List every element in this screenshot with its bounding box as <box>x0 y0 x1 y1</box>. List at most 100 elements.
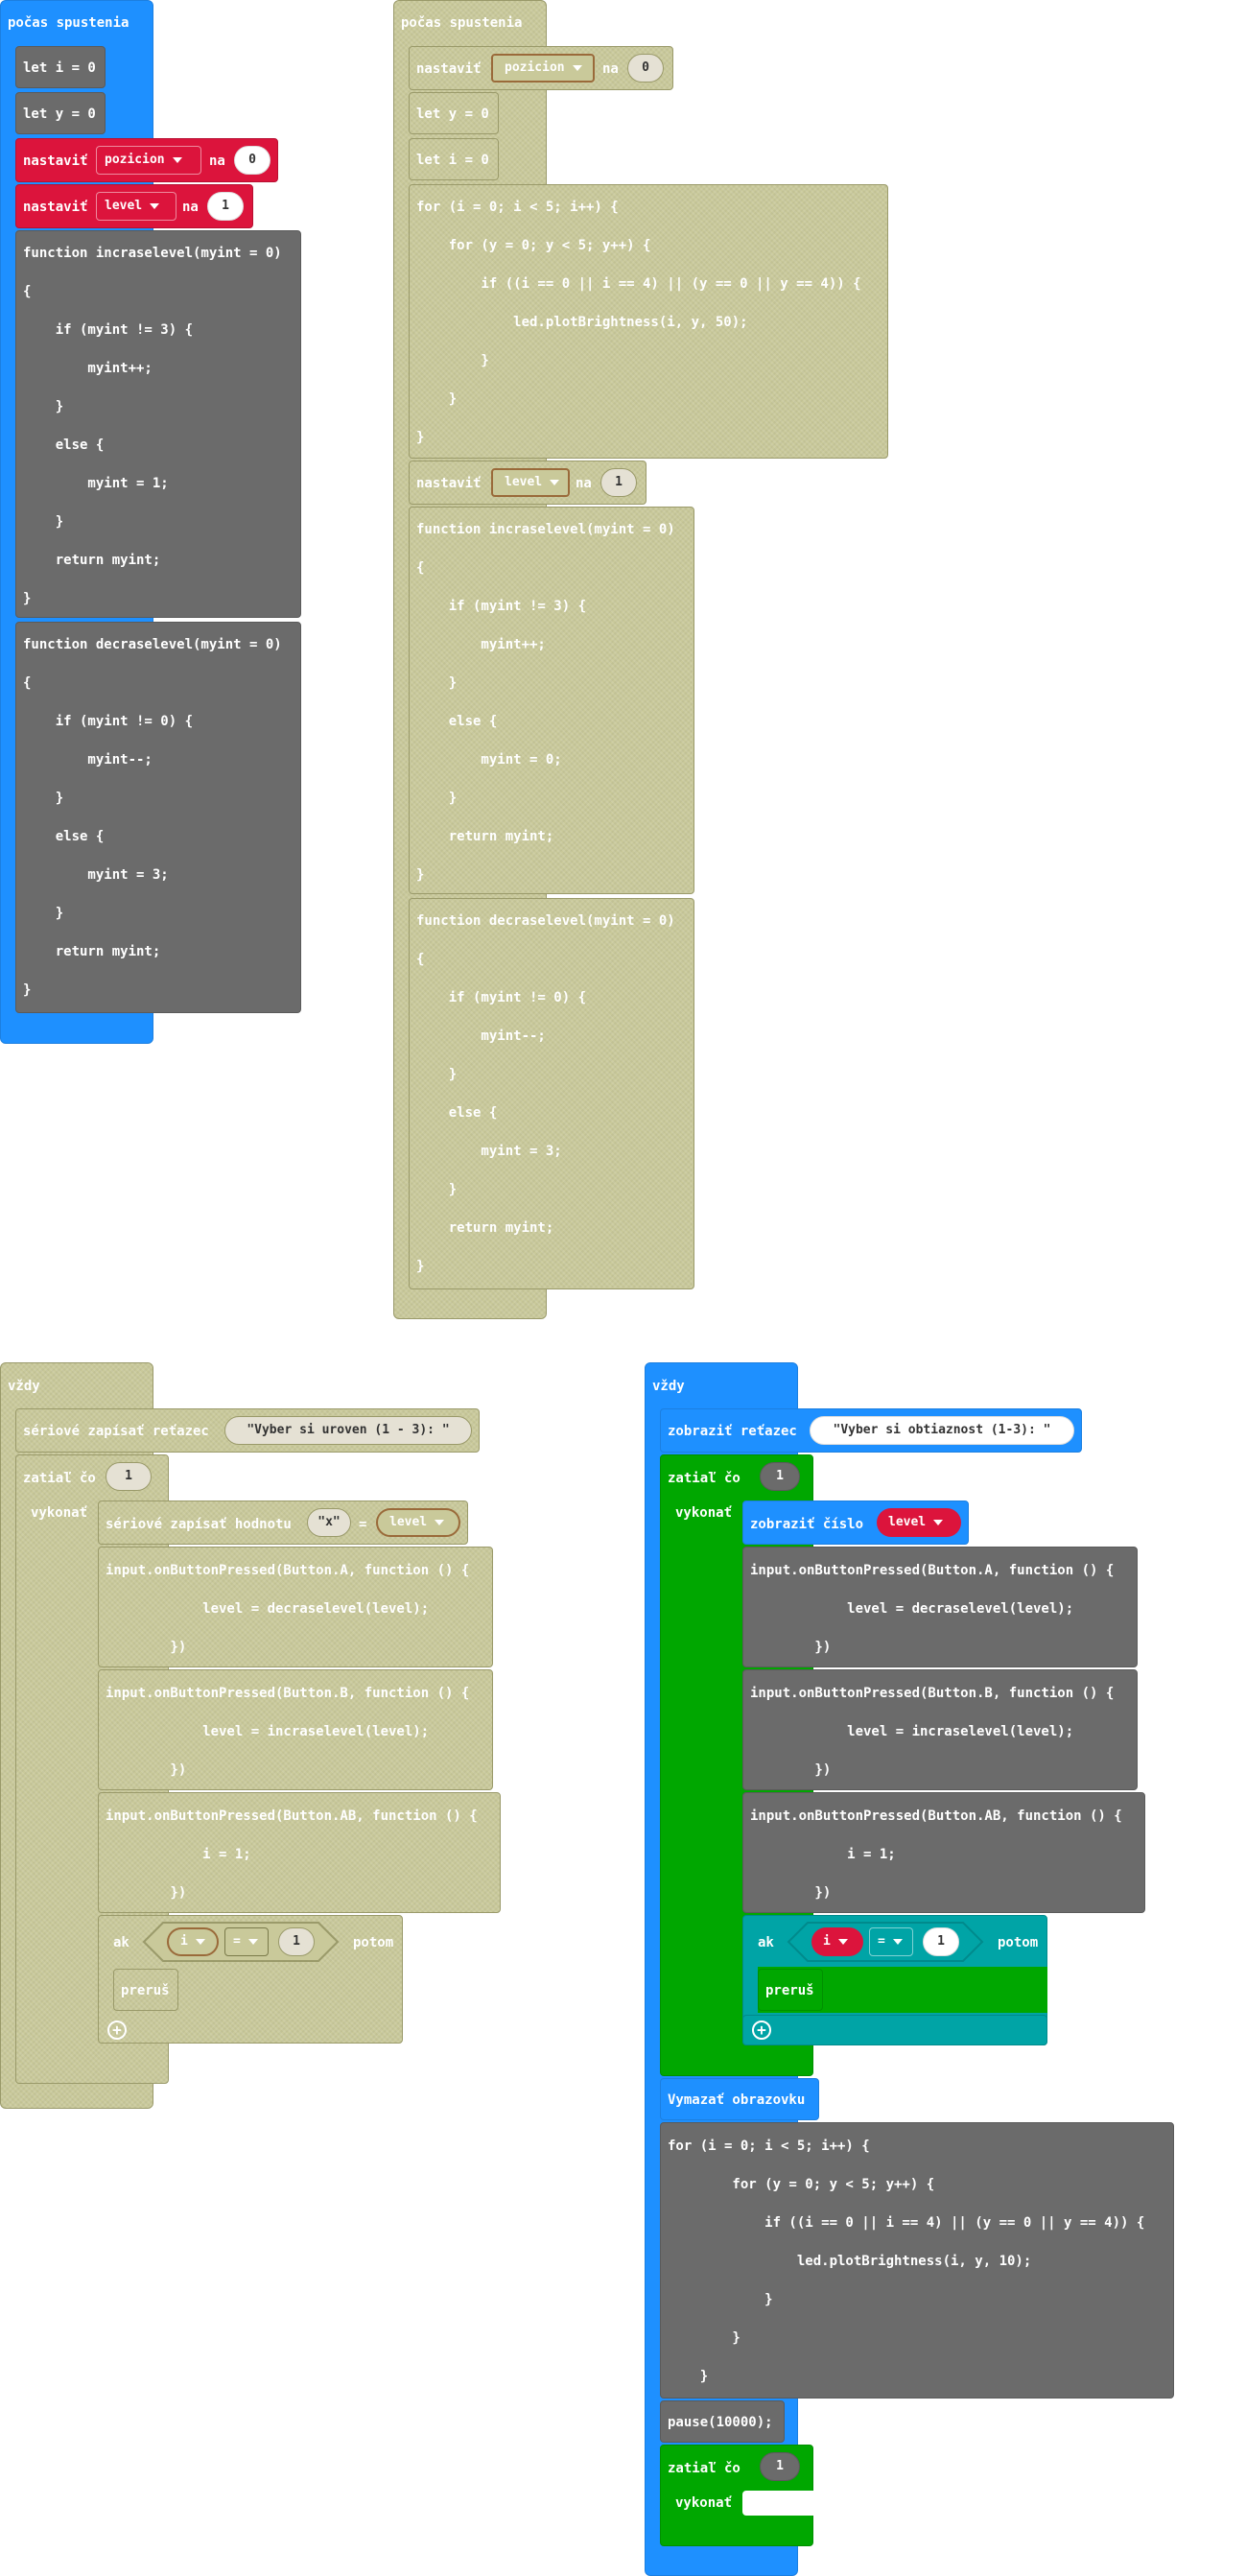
break-block-1[interactable] <box>113 1969 178 2011</box>
pozicion-value-2[interactable]: 0 <box>627 54 664 83</box>
code-line: }) <box>106 1885 187 1901</box>
if-value-2[interactable]: 1 <box>923 1927 959 1956</box>
code-line: else { <box>416 1105 498 1121</box>
code-line: } <box>416 391 458 407</box>
while-label-2: zatiaľ čo <box>668 1471 741 1486</box>
let-i-block[interactable] <box>15 46 106 88</box>
chevron-down-icon <box>195 1938 205 1945</box>
if-op-1[interactable]: = <box>224 1927 269 1956</box>
if-op-2[interactable]: = <box>869 1927 913 1956</box>
code-line: } <box>668 2369 709 2384</box>
clear-screen-label: Vymazať obrazovku <box>668 2092 806 2108</box>
code-line: { <box>416 560 425 576</box>
code-line: } <box>416 1182 458 1197</box>
level-dropdown-2[interactable]: level <box>491 468 570 497</box>
code-line: else { <box>23 437 105 453</box>
chevron-down-icon <box>572 64 582 71</box>
pozicion-dropdown[interactable]: pozicion <box>96 146 201 175</box>
code-line: } <box>416 1259 425 1274</box>
decraselevel-function-block[interactable] <box>15 622 301 1013</box>
break-block-2[interactable] <box>758 1969 823 2011</box>
code-line: myint = 0; <box>416 752 562 768</box>
while-value-2[interactable]: 1 <box>760 1462 800 1491</box>
pause-block[interactable] <box>660 2400 785 2443</box>
code-line: led.plotBrightness(i, y, 10); <box>668 2254 1032 2269</box>
let-y-block[interactable] <box>15 92 106 134</box>
pozicion-value[interactable]: 0 <box>234 146 270 175</box>
button-b-block-1[interactable] <box>98 1669 493 1790</box>
set-level-na-2: na <box>576 476 592 491</box>
show-number-var[interactable]: level <box>877 1508 961 1537</box>
set-level-label-2: nastaviť <box>416 476 482 491</box>
while2-value[interactable]: 1 <box>760 2452 800 2481</box>
serial-string-value[interactable]: "Vyber si uroven (1 - 3): " <box>224 1416 472 1445</box>
let-y-block-2[interactable] <box>409 92 499 134</box>
while2-label: zatiaľ čo <box>668 2461 741 2476</box>
button-ab-block-1[interactable] <box>98 1792 501 1913</box>
serial-write-string-label: sériové zapísať reťazec <box>23 1424 209 1439</box>
code-line: function decraselevel(myint = 0) <box>416 913 675 929</box>
code-line: input.onButtonPressed(Button.AB, functio… <box>750 1808 1122 1824</box>
level-dropdown[interactable]: level <box>96 192 176 221</box>
code-line: { <box>416 952 425 967</box>
clear-screen-block[interactable] <box>660 2078 819 2120</box>
level-value-2[interactable]: 1 <box>600 468 637 497</box>
code-line: } <box>668 2292 773 2307</box>
let-y-text-2: let y = 0 <box>416 106 489 122</box>
button-a-block-1[interactable] <box>98 1547 493 1667</box>
add-else-icon[interactable]: + <box>107 2021 127 2040</box>
for-loop-block-2[interactable] <box>409 184 888 459</box>
add-else-icon[interactable]: + <box>752 2021 771 2040</box>
chevron-down-icon <box>150 202 160 209</box>
code-line: function incraselevel(myint = 0) <box>23 246 282 261</box>
show-number-label: zobraziť číslo <box>750 1517 864 1532</box>
serial-value-name[interactable]: "x" <box>307 1508 351 1537</box>
code-line: function decraselevel(myint = 0) <box>23 637 282 652</box>
if-value-1[interactable]: 1 <box>278 1927 315 1956</box>
incraselevel-function-block[interactable] <box>15 230 301 618</box>
code-line: }) <box>750 1640 832 1655</box>
chevron-down-icon <box>172 156 182 163</box>
code-line: } <box>416 430 425 445</box>
code-line: level = incraselevel(level); <box>106 1724 430 1739</box>
pozicion-dropdown-2[interactable]: pozicion <box>491 54 595 83</box>
for-loop-block-3[interactable] <box>660 2122 1174 2399</box>
show-string-value[interactable]: "Vyber si obtiaznost (1-3): " <box>810 1416 1074 1445</box>
code-line: input.onButtonPressed(Button.B, function… <box>106 1686 470 1701</box>
code-line: myint = 3; <box>416 1144 562 1159</box>
code-line: }) <box>750 1885 832 1901</box>
chevron-down-icon <box>247 1938 258 1945</box>
break-label-2: preruš <box>765 1983 814 1998</box>
code-line: level = incraselevel(level); <box>750 1724 1074 1739</box>
chevron-down-icon <box>435 1519 445 1525</box>
serial-value-var[interactable]: level <box>376 1508 460 1537</box>
code-line: input.onButtonPressed(Button.B, function… <box>750 1686 1115 1701</box>
on-start-hat-1-label: počas spustenia <box>8 15 129 31</box>
code-line: } <box>668 2330 741 2346</box>
decraselevel-function-block-2[interactable] <box>409 898 694 1289</box>
code-line: myint++; <box>23 361 153 376</box>
code-line: } <box>23 791 64 806</box>
button-a-block-2[interactable] <box>742 1547 1138 1667</box>
code-line: } <box>416 353 489 368</box>
code-line: if (myint != 3) { <box>416 599 587 614</box>
code-line: function incraselevel(myint = 0) <box>416 522 675 537</box>
set-level-na: na <box>182 200 199 215</box>
code-line: return myint; <box>416 1220 554 1236</box>
code-line: return myint; <box>23 553 161 568</box>
code-line: } <box>416 791 458 806</box>
let-i-text-2: let i = 0 <box>416 153 489 168</box>
if-block-2-footer <box>742 2015 1047 2045</box>
if-var-2[interactable]: i <box>811 1927 863 1956</box>
code-line: if (myint != 3) { <box>23 322 194 338</box>
button-b-block-2[interactable] <box>742 1669 1138 1790</box>
button-ab-block-2[interactable] <box>742 1792 1145 1913</box>
do-label-1: vykonať <box>31 1505 88 1521</box>
let-i-block-2[interactable] <box>409 138 499 180</box>
forever-hat-1-label: vždy <box>8 1379 40 1394</box>
level-value[interactable]: 1 <box>207 192 244 221</box>
incraselevel-function-block-2[interactable] <box>409 507 694 894</box>
while-value-1[interactable]: 1 <box>106 1462 152 1491</box>
if-var-1[interactable]: i <box>167 1927 219 1956</box>
code-line: } <box>23 514 64 530</box>
